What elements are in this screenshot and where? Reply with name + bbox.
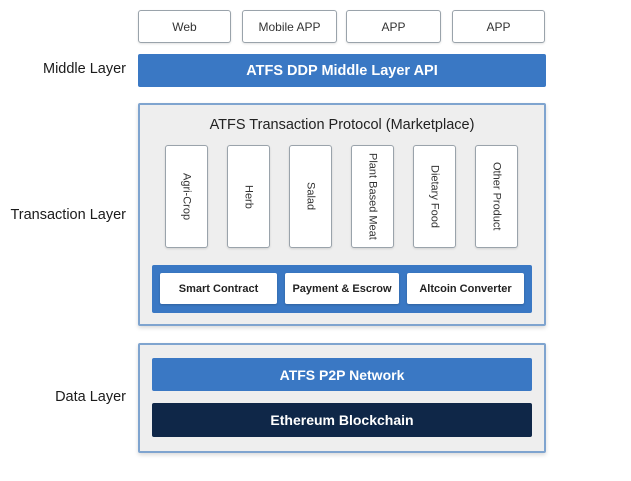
category-agri-crop-label: Agri-Crop (180, 172, 193, 221)
data-layer-label: Data Layer (55, 389, 126, 405)
p2p-network-label: ATFS P2P Network (279, 366, 405, 383)
category-other-product-label: Other Product (490, 162, 503, 231)
client-app-label-1: APP (381, 19, 406, 34)
client-mobile-app-box: Mobile APP (242, 10, 337, 43)
transaction-layer-label: Transaction Layer (10, 207, 126, 223)
payment-escrow-box: Payment & Escrow (285, 273, 399, 304)
p2p-network-bar: ATFS P2P Network (152, 358, 532, 391)
client-app-box-1: APP (346, 10, 441, 43)
category-salad: Salad (289, 145, 332, 248)
category-herb-label: Herb (242, 184, 255, 209)
altcoin-converter-box: Altcoin Converter (407, 273, 524, 304)
client-app-box-2: APP (452, 10, 545, 43)
category-herb: Herb (227, 145, 270, 248)
middle-layer-api-label: ATFS DDP Middle Layer API (246, 62, 438, 79)
ethereum-blockchain-bar: Ethereum Blockchain (152, 403, 532, 437)
ethereum-blockchain-label: Ethereum Blockchain (270, 412, 414, 428)
middle-layer-api-bar: ATFS DDP Middle Layer API (138, 54, 546, 87)
smart-contract-label: Smart Contract (178, 282, 259, 295)
payment-escrow-label: Payment & Escrow (292, 282, 392, 295)
altcoin-converter-label: Altcoin Converter (419, 282, 512, 295)
smart-contract-box: Smart Contract (160, 273, 277, 304)
client-web-label: Web (172, 19, 197, 34)
client-mobile-app-label: Mobile APP (258, 19, 321, 34)
category-dietary-food: Dietary Food (413, 145, 456, 248)
client-app-label-2: APP (486, 19, 511, 34)
category-plant-based-meat: Plant Based Meat (351, 145, 394, 248)
transaction-protocol-title: ATFS Transaction Protocol (Marketplace) (209, 117, 475, 133)
category-agri-crop: Agri-Crop (165, 145, 208, 248)
category-plant-based-meat-label: Plant Based Meat (366, 153, 379, 240)
category-other-product: Other Product (475, 145, 518, 248)
client-web-box: Web (138, 10, 231, 43)
category-dietary-food-label: Dietary Food (428, 165, 441, 228)
category-salad-label: Salad (304, 182, 317, 211)
middle-layer-label: Middle Layer (42, 61, 126, 77)
